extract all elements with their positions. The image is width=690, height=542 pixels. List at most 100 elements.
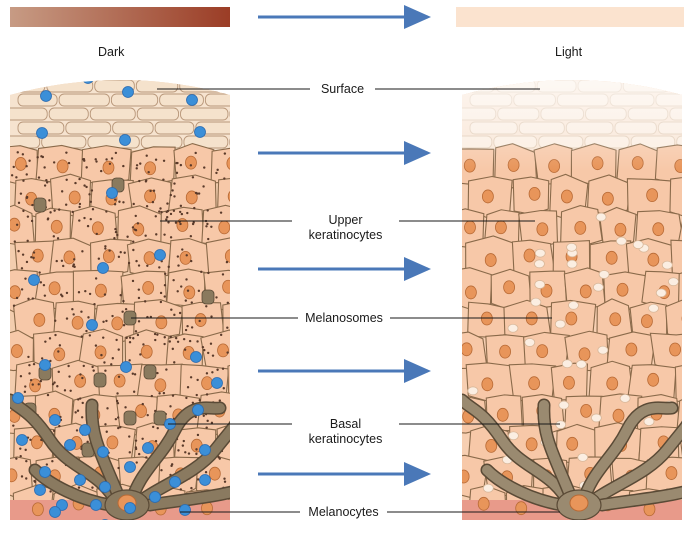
melanin-granule <box>105 319 108 323</box>
melanin-granule <box>135 461 138 464</box>
melanin-granule <box>59 293 63 296</box>
melanocyte-dendrite <box>130 415 230 510</box>
melanin-granule <box>17 201 21 205</box>
melanin-granule <box>37 176 41 179</box>
melanin-granule <box>225 260 229 264</box>
nucleus <box>625 342 638 357</box>
melanin-granule <box>77 486 81 489</box>
melanin-granule <box>108 162 112 166</box>
nucleus <box>536 222 549 237</box>
melanin-granule <box>122 323 126 327</box>
melanin-granule-blue <box>49 506 61 518</box>
melanin-granule <box>197 289 201 293</box>
melanin-granule <box>19 192 23 195</box>
melanin-granule <box>62 264 65 268</box>
melanin-granule <box>137 288 141 291</box>
melanin-granule <box>154 215 157 218</box>
melanin-granule <box>65 317 69 320</box>
nucleus <box>227 189 230 204</box>
melanin-granule <box>166 209 170 213</box>
label-upper-line2: keratinocytes <box>308 228 383 242</box>
melanin-granule <box>170 308 173 311</box>
melanin-granule <box>30 256 33 259</box>
melanin-granule <box>184 299 188 302</box>
melanin-granule <box>76 409 80 412</box>
melanosome-light <box>595 212 607 222</box>
melanin-granule <box>206 222 209 226</box>
melanin-granule-blue <box>36 127 48 139</box>
nucleus <box>605 250 618 265</box>
melanin-granule <box>192 221 195 224</box>
nucleus <box>144 189 156 204</box>
melanin-granule <box>211 371 214 374</box>
melanin-granule <box>156 333 159 336</box>
melanin-granule <box>111 357 115 360</box>
melanin-granule <box>178 311 182 315</box>
nucleus <box>528 376 541 391</box>
melanin-granule <box>196 340 199 343</box>
melanin-granule <box>137 264 141 267</box>
melanin-granule <box>49 490 52 493</box>
melanin-granule <box>21 153 25 156</box>
nucleus <box>218 220 230 235</box>
melanin-granule <box>49 211 52 214</box>
surface-cell <box>135 80 179 93</box>
melanin-granule <box>173 182 176 185</box>
melanosome-cluster <box>123 410 137 426</box>
melanin-granule <box>103 293 107 296</box>
melanin-granule <box>128 341 132 344</box>
nucleus <box>71 315 84 330</box>
melanin-granule <box>189 259 193 263</box>
melanin-granule <box>149 189 152 193</box>
melanin-granule <box>136 222 140 225</box>
nucleus <box>480 311 493 326</box>
melanocyte-dendrite <box>482 465 567 510</box>
melanin-granule <box>171 189 174 192</box>
melanin-granule <box>20 267 24 270</box>
keratinocyte <box>227 360 230 405</box>
keratinocyte <box>669 175 682 219</box>
melanin-granule <box>190 326 194 329</box>
melanin-granule <box>218 399 222 402</box>
melanin-granule <box>22 179 25 182</box>
melanin-granule <box>54 333 57 337</box>
melanin-granule <box>31 297 34 300</box>
melanin-granule <box>104 423 107 426</box>
melanin-granule <box>65 178 68 181</box>
nucleus <box>91 221 104 236</box>
keratinocyte <box>665 298 682 341</box>
nucleus <box>268 252 279 265</box>
melanin-granule <box>165 368 168 371</box>
melanin-granule <box>219 333 223 337</box>
nucleus <box>464 220 476 235</box>
melanin-granule <box>88 334 92 337</box>
melanin-granule <box>137 296 141 300</box>
nucleus <box>53 347 66 362</box>
melanin-granule <box>119 426 122 429</box>
melanin-granule-blue <box>124 502 136 514</box>
melanin-granule <box>181 248 184 251</box>
melanin-granule <box>124 308 128 311</box>
melanosome-light <box>566 259 578 269</box>
melanin-granule <box>163 283 167 287</box>
melanin-granule <box>15 223 19 227</box>
melanin-granule <box>154 158 158 161</box>
nucleus <box>609 312 622 327</box>
melanin-granule <box>122 299 125 303</box>
melanin-granule <box>132 240 135 243</box>
melanosome-light <box>482 483 494 493</box>
melanin-granule <box>137 320 141 323</box>
melanin-granule <box>43 294 47 297</box>
melanin-granule <box>117 348 120 351</box>
melanin-granule <box>215 296 218 299</box>
melanin-granule <box>223 480 227 483</box>
surface-cell <box>10 107 48 121</box>
melanin-granule <box>163 295 166 298</box>
melanin-granule-blue <box>199 474 211 486</box>
melanin-granule <box>181 444 185 447</box>
melanin-granule <box>13 240 16 243</box>
melanosome-light <box>530 297 542 307</box>
melanin-granule <box>190 486 193 490</box>
melanosome-light <box>643 417 655 427</box>
